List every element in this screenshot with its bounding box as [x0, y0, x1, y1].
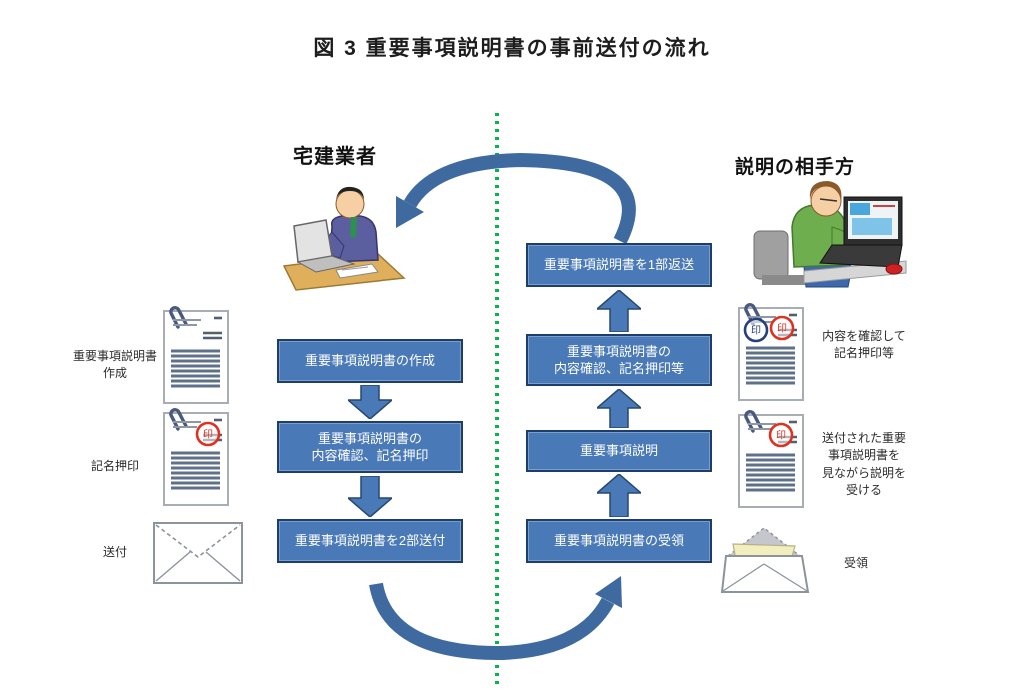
agent-at-laptop-illustration [282, 186, 406, 291]
down-arrow-icon [348, 385, 392, 419]
down-arrow-icon [348, 476, 392, 517]
up-arrow-icon [597, 389, 641, 428]
up-arrow-icon [597, 290, 641, 332]
curved-arrow-return [396, 152, 636, 245]
right-annotation-confirm: 内容を確認して 記名押印等 [822, 329, 906, 361]
left-annotation-seal: 記名押印 [90, 459, 139, 473]
right-annotation-explained: 送付された重要 事項説明書を 見ながら説明を 受ける [821, 431, 906, 498]
document-red-stamp-icon [737, 410, 805, 509]
curved-arrow-send [369, 576, 622, 661]
process-box-confirm-seal: 重要事項説明書の 内容確認、記名押印 [277, 421, 463, 473]
right-annotation-receive: 受領 [843, 556, 868, 570]
process-box-confirm-seal-etc: 重要事項説明書の 内容確認、記名押印等 [526, 334, 712, 386]
document-two-stamps-icon [737, 303, 805, 402]
up-arrow-icon [597, 474, 641, 517]
process-box-explanation: 重要事項説明 [526, 430, 712, 472]
right-lane-header: 説明の相手方 [735, 157, 856, 178]
process-box-send-two-copies: 重要事項説明書を2部送付 [277, 519, 463, 563]
left-lane-header: 宅建業者 [293, 146, 377, 168]
left-annotation-create: 重要事項説明書 作成 [72, 349, 157, 381]
process-box-receive-document: 重要事項説明書の受領 [526, 519, 712, 563]
envelope-open-icon [721, 527, 809, 593]
process-box-create-document: 重要事項説明書の作成 [277, 339, 463, 383]
left-annotation-send: 送付 [102, 545, 127, 559]
process-box-return-one-copy: 重要事項説明書を1部返送 [526, 243, 712, 287]
customer-at-laptop-illustration [753, 181, 907, 288]
figure-title: 図 3 重要事項説明書の事前送付の流れ [313, 37, 711, 60]
